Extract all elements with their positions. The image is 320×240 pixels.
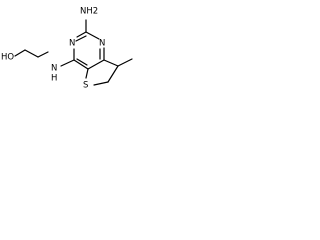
structure-svg: HO N H N N NH2 S xyxy=(1,7,133,91)
label-ring-n-top: N xyxy=(69,39,75,49)
label-amino-n: N xyxy=(51,64,57,74)
bond-c2-n1 xyxy=(85,31,100,40)
bond-c1-c2 xyxy=(24,49,39,58)
bond-n3-c2-double xyxy=(75,35,87,42)
bond-c4a-c4-double xyxy=(76,58,88,66)
molecule-diagram: HO N H N N NH2 S xyxy=(0,0,154,92)
label-ho: HO xyxy=(1,53,14,63)
bond-c6-c7 xyxy=(107,65,119,83)
bond-c7-methyl xyxy=(117,58,133,67)
bond-c7a-c4a xyxy=(87,59,105,70)
bond-c4a-s xyxy=(85,68,89,79)
bond-s-c6 xyxy=(93,81,109,86)
bond-c2-nh xyxy=(37,51,49,58)
label-sulfur: S xyxy=(83,81,88,91)
label-nh2: NH2 xyxy=(80,7,98,17)
label-amino-h: H xyxy=(51,74,57,84)
bond-o-c1 xyxy=(14,49,26,57)
label-ring-n-right: N xyxy=(99,39,105,49)
bond-nh-c4 xyxy=(60,59,75,67)
bond-n3-c2 xyxy=(76,31,87,38)
bond-c7-c7a xyxy=(103,59,119,67)
bond-c4a-c4 xyxy=(73,59,89,70)
